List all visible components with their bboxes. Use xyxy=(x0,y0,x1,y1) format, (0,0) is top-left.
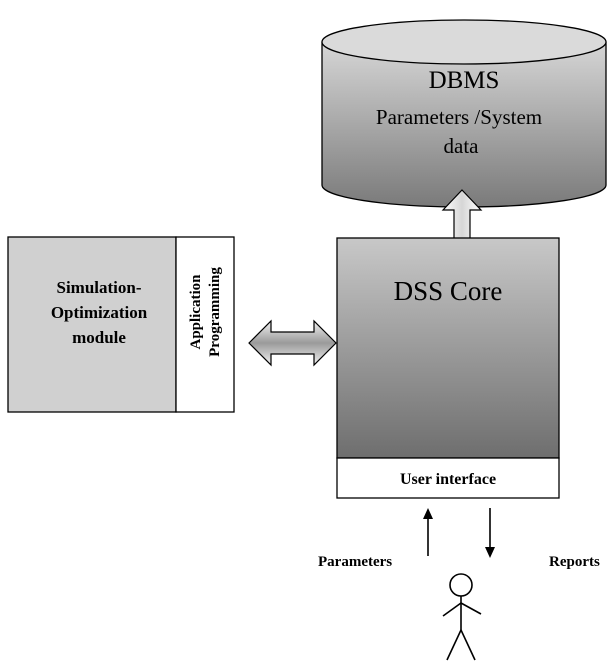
dss-core-title: DSS Core xyxy=(394,276,503,306)
dbms-database: DBMS Parameters /System data xyxy=(321,19,607,208)
dbms-cylinder-top xyxy=(321,19,607,65)
application-programming-strip xyxy=(175,236,235,413)
user-interface-label: User interface xyxy=(400,471,496,488)
dss-core-body xyxy=(336,237,560,459)
simulation-label-line1: Simulation- xyxy=(56,278,141,297)
simulation-optimization-module: Simulation- Optimization module Applicat… xyxy=(7,236,235,413)
application-programming-line2: Programming xyxy=(207,267,223,357)
simulation-label-line3: module xyxy=(72,328,126,347)
simulation-label-line2: Optimization xyxy=(51,303,148,322)
parameters-label: Parameters xyxy=(318,554,392,570)
reports-label: Reports xyxy=(549,554,600,570)
application-programming-line1: Application xyxy=(188,274,204,350)
dss-core-box: DSS Core User interface xyxy=(336,237,560,499)
dbms-subtitle-line2: data xyxy=(444,134,480,158)
dbms-title: DBMS xyxy=(429,67,500,94)
user-interface-bar xyxy=(336,457,560,499)
parameters-arrow xyxy=(423,508,433,556)
reports-arrow xyxy=(485,508,495,558)
simulation-module-box xyxy=(7,236,177,413)
dbms-subtitle-line1: Parameters /System xyxy=(376,105,542,129)
module-core-double-arrow xyxy=(248,319,337,367)
user-stick-figure-icon xyxy=(442,573,482,661)
